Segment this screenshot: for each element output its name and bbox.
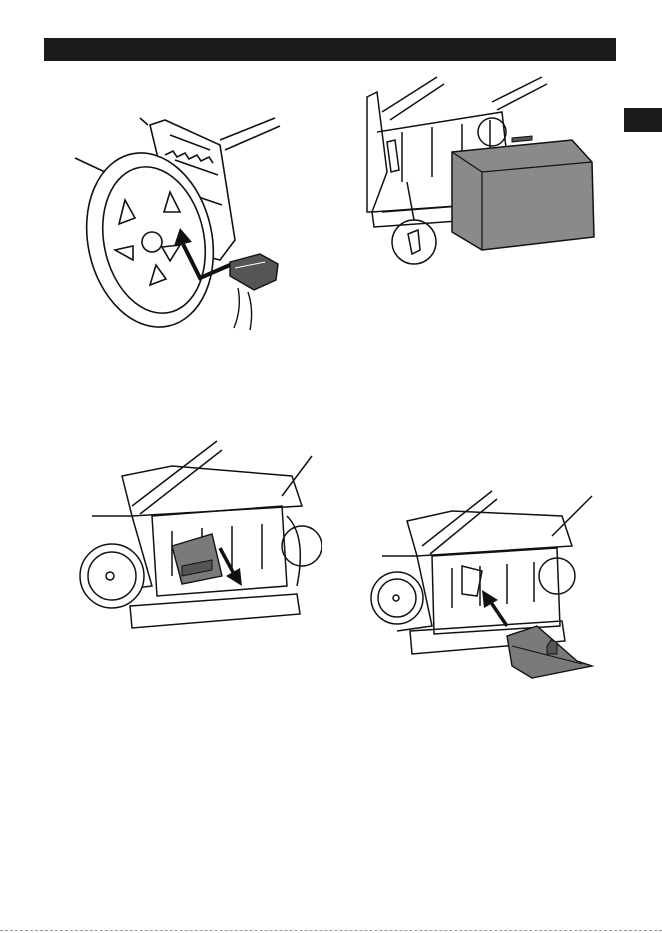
page-bottom-rule — [0, 930, 662, 931]
figure-grass-box-attach — [362, 72, 602, 272]
language-side-tab — [624, 108, 662, 132]
section-header-bar — [44, 38, 616, 61]
mulch-plug-insert-illustration — [362, 486, 600, 686]
wheel-illustration — [70, 100, 300, 340]
figure-mulch-plug-insert — [362, 486, 600, 686]
figure-mulch-plug-remove — [72, 436, 322, 641]
figure-wheel-height-adjust — [70, 100, 300, 340]
grass-box-illustration — [362, 72, 602, 272]
mulch-plug-remove-illustration — [72, 436, 322, 641]
